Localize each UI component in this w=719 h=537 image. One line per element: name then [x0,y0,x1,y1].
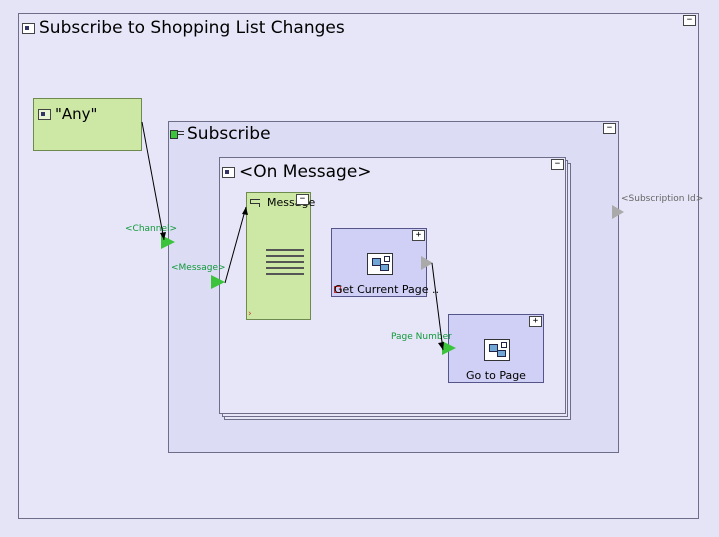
on-message-collapse-toggle[interactable]: − [551,159,564,170]
subscribe-title: Subscribe [170,124,271,144]
message-fields-icon [266,249,304,279]
subscription-id-port[interactable] [612,205,624,219]
subscribe-collapse-toggle[interactable]: − [603,123,616,134]
on-message-title-text: <On Message> [239,162,372,182]
block-icon [22,22,35,34]
get-current-page-output-port[interactable] [421,256,433,270]
action-icon [367,253,393,275]
message-icon [250,198,262,208]
channel-port-label: <Channel> [125,224,178,234]
page-number-port-label: Page Number [391,332,452,342]
constant-icon [38,108,51,120]
channel-port[interactable] [161,235,175,249]
outer-title: Subscribe to Shopping List Changes [22,18,345,38]
action-icon [484,339,510,361]
page-number-port[interactable] [442,341,456,355]
subscription-id-port-label: <Subscription Id> [621,194,704,204]
any-title: "Any" [38,105,97,123]
on-message-title: <On Message> [222,162,372,182]
message-port[interactable] [211,275,225,289]
outer-title-text: Subscribe to Shopping List Changes [39,18,345,38]
message-block[interactable]: Message − › [246,192,315,320]
outer-collapse-toggle[interactable]: − [683,15,696,26]
get-current-page-label: Get Current Page .. [334,283,440,296]
message-error-mark: › [248,309,252,319]
message-port-label: <Message> [171,263,226,273]
subscribe-title-text: Subscribe [187,124,271,144]
error-marker-icon [334,286,341,293]
event-icon [222,166,235,178]
any-label: "Any" [55,105,98,123]
go-to-page-label: Go to Page [466,369,526,382]
go-to-page-block[interactable]: + Go to Page [448,314,544,383]
get-current-page-block[interactable]: + Get Current Page .. [331,228,439,297]
subscribe-icon [170,129,184,139]
go-to-page-expand-toggle[interactable]: + [529,316,542,327]
message-collapse-toggle[interactable]: − [296,194,309,205]
any-block[interactable]: "Any" [33,98,142,151]
get-current-page-expand-toggle[interactable]: + [412,230,425,241]
